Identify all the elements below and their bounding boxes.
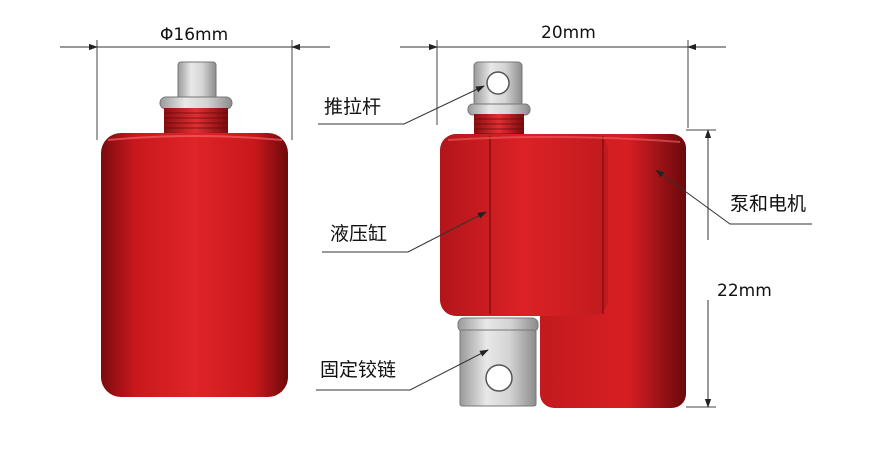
hinge-label: 固定铰链: [320, 359, 396, 381]
push-rod-label: 推拉杆: [324, 96, 381, 118]
callout-push-rod: 推拉杆: [318, 85, 485, 125]
top-ring: [467, 103, 531, 116]
left-view: [101, 61, 288, 397]
callout-hinge: 固定铰链: [316, 349, 489, 391]
pump-motor-label: 泵和电机: [730, 193, 806, 215]
left-rod: [177, 61, 217, 101]
callout-cylinder: 液压缸: [322, 211, 487, 253]
left-ring: [159, 96, 233, 110]
height-label: 22mm: [717, 281, 772, 301]
left-thread: [164, 108, 228, 134]
width-label: 20mm: [541, 23, 596, 43]
cylinder-body: [440, 134, 608, 316]
width-dimension: 20mm: [400, 23, 726, 128]
diameter-dimension: Φ16mm: [60, 25, 330, 140]
callout-pump-motor: 泵和电机: [655, 169, 812, 225]
cylinder-label: 液压缸: [330, 223, 387, 245]
left-cylinder-body: [101, 133, 288, 397]
diameter-label: Φ16mm: [160, 25, 228, 45]
right-view: [440, 61, 686, 408]
height-dimension: 22mm: [686, 129, 772, 408]
